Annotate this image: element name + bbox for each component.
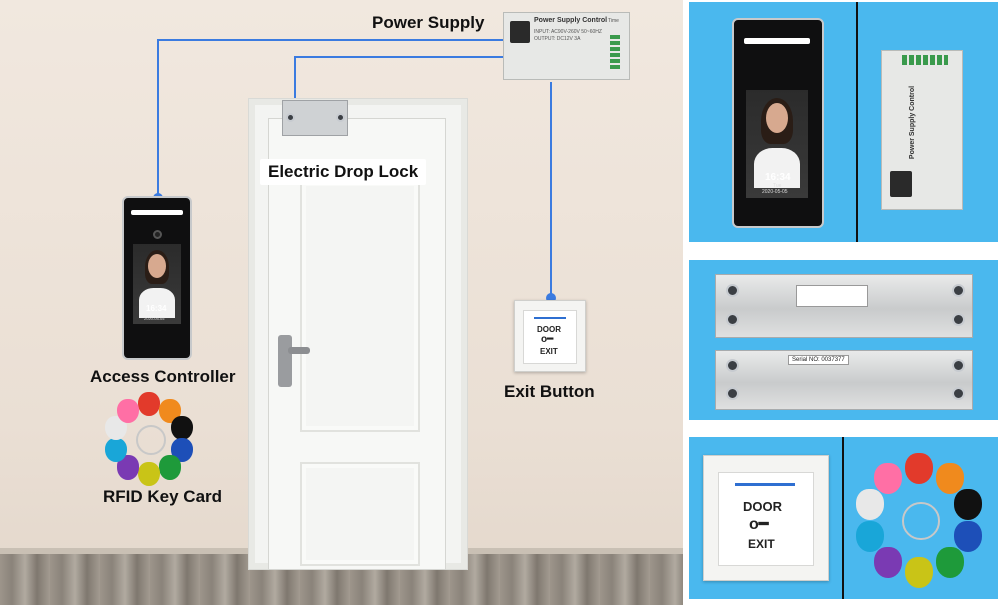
lock-spec-label — [796, 285, 868, 307]
user-face — [148, 254, 166, 278]
key-fob-icon — [935, 547, 964, 578]
access-controller-device: 16:34 2020-05-05 — [122, 196, 192, 360]
key-icon: o━ — [541, 334, 554, 345]
screw-icon — [952, 313, 965, 326]
screw-icon — [286, 113, 295, 122]
power-supply-device: Power Supply Control Time INPUT: AC90V-2… — [503, 12, 630, 80]
key-fob-icon — [954, 521, 983, 552]
rfid-key-card-label: RFID Key Card — [103, 487, 223, 506]
wire-lock-down — [294, 56, 296, 102]
exit-stripe — [534, 317, 566, 319]
wire-controller-top — [157, 39, 503, 41]
terminal-block — [902, 55, 948, 65]
wire-controller-down — [157, 39, 159, 199]
psu-title: Power Supply Control — [534, 17, 608, 24]
rfid-key-cluster-product — [849, 453, 989, 588]
exit-exit-text: EXIT — [540, 347, 558, 356]
screw-icon — [952, 284, 965, 297]
key-fob-icon — [117, 398, 140, 423]
terminal-block — [610, 35, 620, 71]
key-fob-icon — [855, 488, 884, 520]
screw-icon — [726, 359, 739, 372]
wire-lock-top — [294, 56, 504, 58]
psu-title-vertical: Power Supply Control — [909, 85, 917, 160]
screw-icon — [952, 359, 965, 372]
screw-icon — [726, 284, 739, 297]
key-fob-icon — [104, 437, 127, 462]
screen-date: 2020-05-05 — [144, 316, 165, 321]
screen-time: 16:34 — [146, 304, 167, 313]
key-fob-icon — [138, 462, 160, 487]
user-shoulders — [139, 288, 175, 318]
screw-icon — [336, 113, 345, 122]
screw-icon — [952, 387, 965, 400]
exit-door-text: DOOR — [537, 325, 561, 334]
screw-icon — [726, 387, 739, 400]
exit-stripe — [735, 483, 795, 486]
screen-date: 2020-05-05 — [762, 189, 788, 195]
exit-button-face: DOOR o━ EXIT — [718, 472, 814, 566]
wire-exit-down — [550, 82, 552, 297]
key-fob-icon — [874, 547, 903, 578]
lock-strike-plate: Serial NO: 0037377 — [715, 350, 973, 410]
key-fob-icon — [171, 437, 194, 462]
key-fob-icon — [158, 455, 181, 480]
exit-button-product: DOOR o━ EXIT — [703, 455, 829, 581]
light-bar — [744, 38, 810, 44]
camera-icon — [153, 230, 162, 239]
key-fob-icon — [905, 453, 933, 484]
lock-serial-label: Serial NO: 0037377 — [788, 355, 849, 365]
rfid-key-cluster — [96, 392, 202, 487]
key-fob-icon — [905, 557, 933, 588]
electric-drop-lock-device — [282, 100, 348, 136]
product-tile-drop-lock: Serial NO: 0037377 — [689, 260, 998, 420]
screen-day: Tue — [773, 183, 782, 189]
brand-logo-icon — [890, 171, 912, 197]
controller-screen: 16:34 2020-05-05 — [133, 244, 181, 324]
exit-button-face: DOOR o━ EXIT — [523, 310, 577, 364]
key-ring-icon — [135, 424, 167, 456]
access-controller-product: 16:34 Tue 2020-05-05 — [732, 18, 824, 228]
door-lower-panel — [300, 462, 420, 566]
key-icon: o━ — [749, 516, 769, 533]
exit-door-text: DOOR — [743, 499, 782, 514]
exit-exit-text: EXIT — [748, 537, 775, 551]
power-supply-label: Power Supply — [372, 13, 485, 32]
psu-input: INPUT: AC90V-260V 50~60HZ — [534, 29, 602, 35]
exit-button-device: DOOR o━ EXIT — [514, 300, 586, 372]
screw-icon — [726, 313, 739, 326]
key-ring-icon — [902, 502, 940, 540]
product-tile-controller-psu: 16:34 Tue 2020-05-05 Power Supply Contro… — [689, 2, 998, 242]
user-shoulders — [754, 148, 800, 188]
key-fob-icon — [117, 455, 140, 480]
key-fob-icon — [138, 392, 160, 417]
key-fob-icon — [874, 462, 903, 494]
brand-logo-icon — [510, 21, 530, 43]
screen-time: 16:34 — [765, 172, 791, 183]
controller-screen: 16:34 Tue 2020-05-05 — [746, 90, 808, 198]
door-handle — [278, 335, 310, 387]
installation-scene: Power Supply Control Time INPUT: AC90V-2… — [0, 0, 683, 605]
exit-button-label: Exit Button — [504, 382, 595, 401]
key-fob-icon — [171, 416, 194, 441]
key-fob-icon — [104, 416, 127, 441]
electric-drop-lock-label: Electric Drop Lock — [260, 159, 427, 185]
tile-divider — [842, 437, 844, 599]
light-bar — [131, 210, 183, 215]
key-fob-icon — [935, 462, 964, 494]
door-upper-panel — [300, 180, 420, 432]
lock-body — [715, 274, 973, 338]
product-tile-exit-fobs: DOOR o━ EXIT — [689, 437, 998, 599]
power-supply-product: Power Supply Control — [881, 50, 963, 210]
tile-divider — [856, 2, 858, 242]
user-face — [766, 103, 788, 133]
access-controller-label: Access Controller — [90, 367, 236, 386]
psu-brand: Time — [608, 18, 619, 24]
psu-output: OUTPUT: DC12V 3A — [534, 36, 581, 42]
key-fob-icon — [855, 521, 884, 552]
key-fob-icon — [954, 488, 983, 520]
